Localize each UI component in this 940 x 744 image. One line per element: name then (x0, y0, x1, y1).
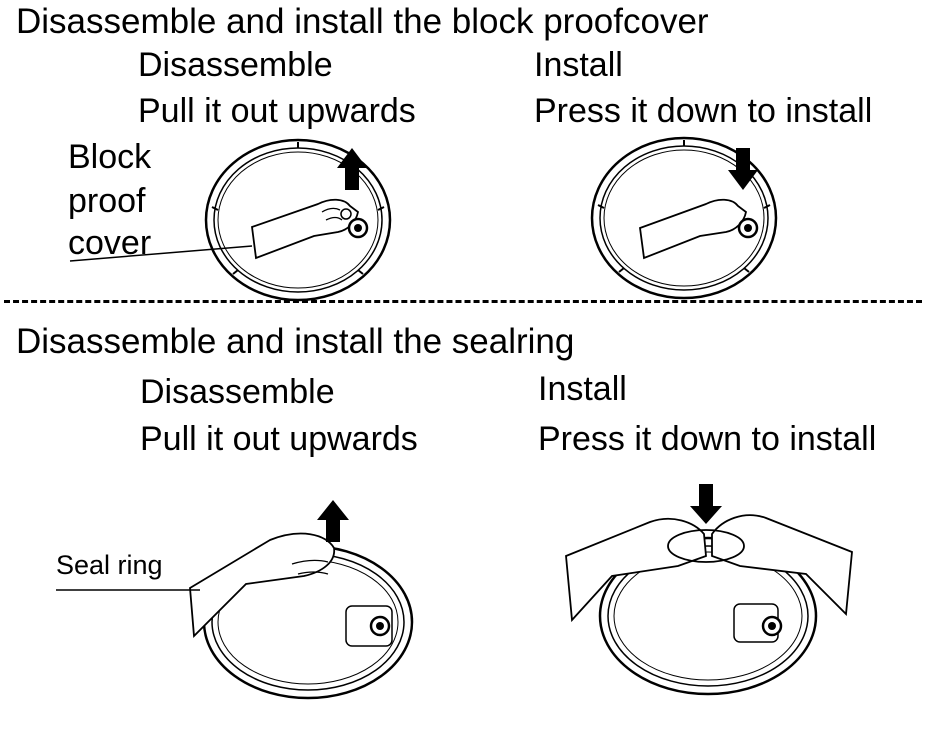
seal-ring-install-illustration (565, 484, 853, 696)
section2-disassemble-instruction: Pull it out upwards (140, 420, 418, 458)
section1-disassemble-label: Disassemble (138, 46, 333, 84)
arrow-up-icon (317, 500, 349, 542)
section1-disassemble-instruction: Pull it out upwards (138, 92, 416, 130)
section1-install-label: Install (534, 46, 623, 84)
section1-install-instruction: Press it down to install (534, 92, 873, 130)
arrow-down-icon (728, 148, 758, 190)
block-proof-cover-callout-line1: Block (68, 138, 152, 176)
section2-disassemble-label: Disassemble (140, 373, 335, 411)
section-divider (4, 300, 922, 303)
callout-leader-line (69, 245, 253, 262)
block-cover-disassemble-illustration (69, 138, 392, 302)
block-proof-cover-callout-line3: cover (68, 224, 152, 262)
section2-install-instruction: Press it down to install (538, 420, 877, 458)
arrow-down-icon (690, 484, 722, 524)
section1-title: Disassemble and install the block proofc… (16, 2, 709, 41)
section2-title: Disassemble and install the sealring (16, 322, 575, 361)
seal-ring-callout: Seal ring (56, 550, 163, 580)
block-proof-cover-callout-line2: proof (68, 182, 146, 220)
arrow-up-icon (337, 148, 367, 190)
block-cover-install-illustration (590, 136, 778, 300)
seal-ring-disassemble-illustration (56, 500, 414, 700)
section2-install-label: Install (538, 370, 627, 408)
